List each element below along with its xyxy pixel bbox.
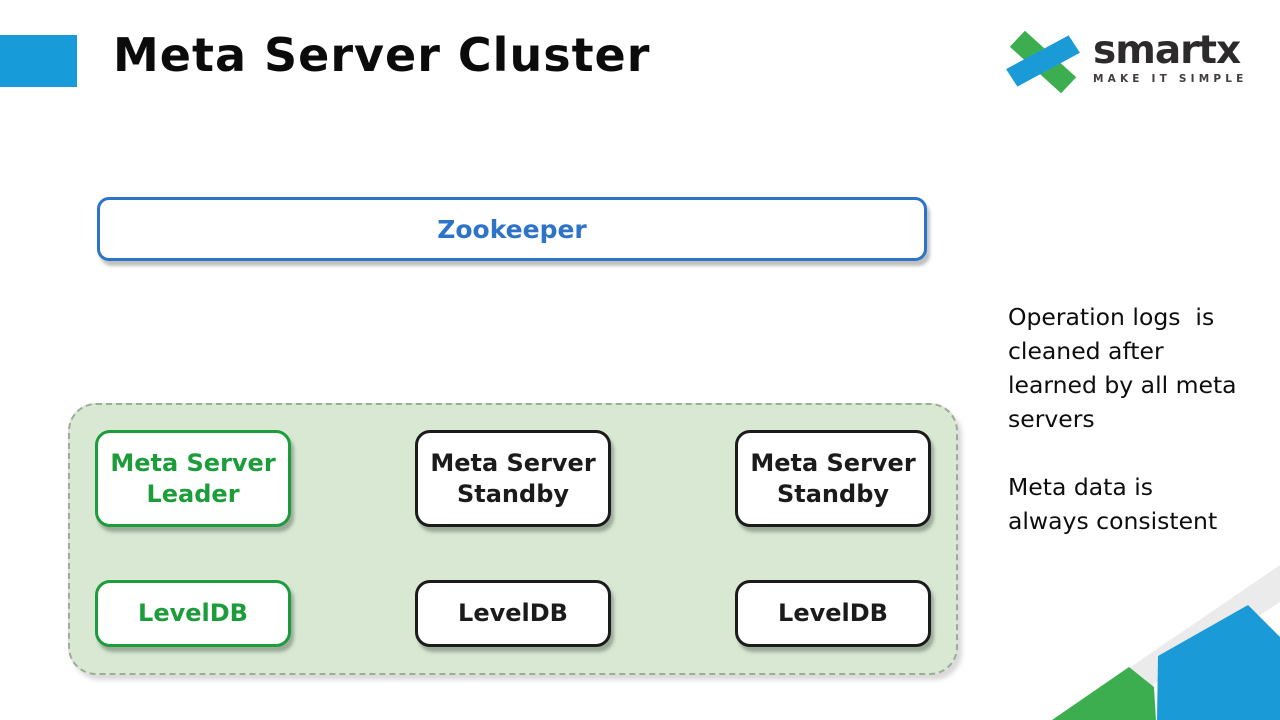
smartx-logo: smartx MAKE IT SIMPLE (1003, 30, 1248, 94)
logo-blue-ribbon (1006, 35, 1080, 87)
leveldb-label-standby-2: LevelDB (778, 599, 888, 627)
corner-shape-blue-peak (1157, 605, 1280, 720)
meta-server-standby-node-1: Meta Server Standby (415, 430, 611, 527)
meta-server-standby-node-2: Meta Server Standby (735, 430, 931, 527)
page-title: Meta Server Cluster (113, 28, 651, 82)
smartx-logo-icon (1006, 30, 1080, 94)
logo-text-block: smartx MAKE IT SIMPLE (1093, 30, 1248, 85)
leveldb-label-standby-1: LevelDB (458, 599, 568, 627)
leveldb-node-leader: LevelDB (95, 580, 291, 647)
header-accent-bar (0, 35, 77, 87)
annotation-operation-logs: Operation logs is cleaned after learned … (1008, 303, 1237, 433)
meta-server-leader-label: Meta Server Leader (110, 448, 276, 508)
meta-server-standby-label-1: Meta Server Standby (430, 448, 596, 508)
annotation-meta-consistent: Meta data is always consistent (1008, 473, 1218, 535)
meta-server-standby-label-2: Meta Server Standby (750, 448, 916, 508)
meta-server-leader-node: Meta Server Leader (95, 430, 291, 527)
leveldb-label-leader: LevelDB (138, 599, 248, 627)
annotation-block: Operation logs is cleaned after learned … (1008, 300, 1270, 572)
logo-name: smartx (1093, 28, 1241, 73)
corner-decoration (1052, 565, 1280, 720)
logo-tagline: MAKE IT SIMPLE (1093, 73, 1248, 85)
leveldb-node-standby-1: LevelDB (415, 580, 611, 647)
meta-server-cluster-group: Meta Server Leader Meta Server Standby M… (68, 403, 958, 675)
leveldb-node-standby-2: LevelDB (735, 580, 931, 647)
zookeeper-node: Zookeeper (97, 197, 927, 261)
zookeeper-label: Zookeeper (437, 214, 587, 244)
corner-shape-green-peak (1052, 667, 1156, 720)
